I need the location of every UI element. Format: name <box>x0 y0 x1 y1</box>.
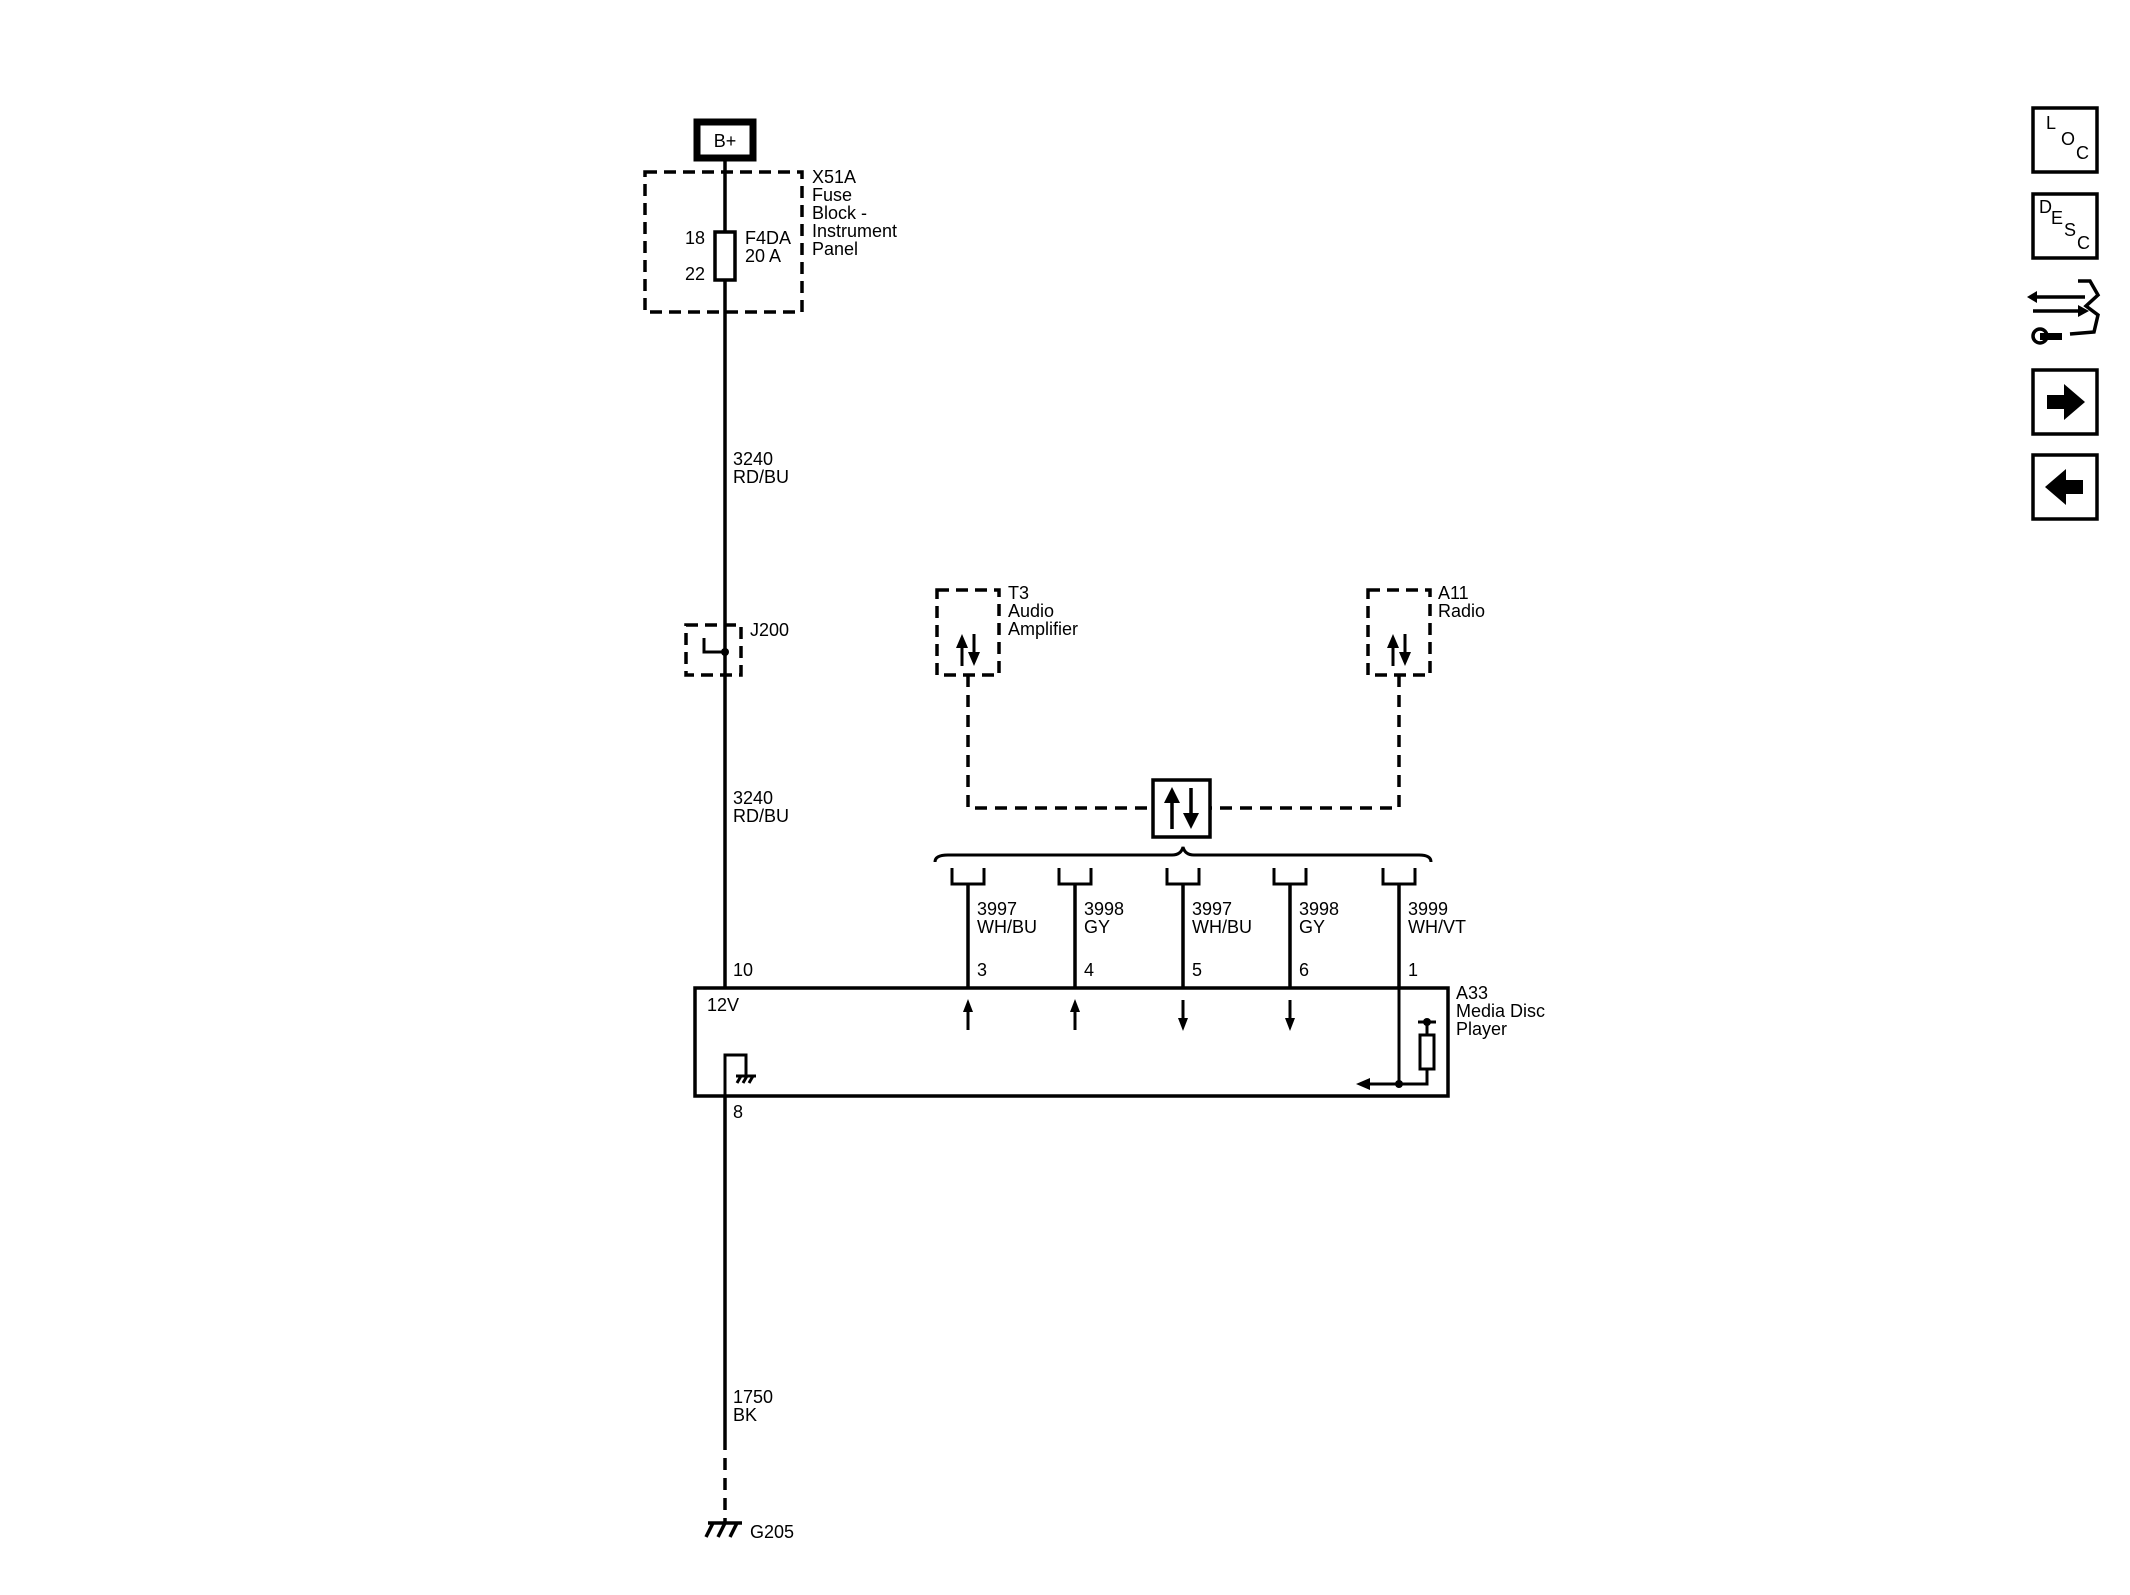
signal-wire-pin-3: 3997 WH/BU 3 <box>950 868 1037 1030</box>
fuse-block-name-line-5: Panel <box>812 239 858 259</box>
wire-3240-upper-color: RD/BU <box>733 467 789 487</box>
ground-icon: G205 <box>704 1521 794 1542</box>
signal-wire-pin-6: 3998 GY 6 <box>1272 868 1339 1031</box>
signal-wire-circuit: 3997 <box>1192 899 1232 919</box>
signal-wire-circuit: 3999 <box>1408 899 1448 919</box>
battery-label: B+ <box>714 131 737 151</box>
signal-wire-circuit: 3997 <box>977 899 1017 919</box>
wire-3240-upper-circuit: 3240 <box>733 449 773 469</box>
signal-wire-color: WH/BU <box>1192 917 1252 937</box>
description-letter-c: C <box>2077 233 2090 253</box>
ground-label: G205 <box>750 1522 794 1542</box>
battery-power-source: B+ <box>693 118 757 162</box>
amplifier-name-line-2: Audio <box>1008 601 1054 621</box>
signal-wire-pin-4: 3998 GY 4 <box>1057 868 1124 1030</box>
radio-name-line-2: Radio <box>1438 601 1485 621</box>
location-letter-l: L <box>2046 113 2056 133</box>
arrow-right-icon <box>2047 384 2085 420</box>
ground-wire-circuit: 1750 <box>733 1387 773 1407</box>
disc-player-supply-label: 12V <box>707 995 739 1015</box>
disc-player-ground-pin: 8 <box>733 1102 743 1122</box>
resistor-icon <box>1356 988 1436 1090</box>
signal-wire-pin: 3 <box>977 960 987 980</box>
internal-ground-icon <box>723 1053 756 1096</box>
fuse-block-name-line-2: Fuse <box>812 185 852 205</box>
amplifier-name-line-1: T3 <box>1008 583 1029 603</box>
radio: A11 Radio <box>1366 583 1485 677</box>
bidirectional-arrow-icon <box>956 634 980 666</box>
fuse-rating-line-1: F4DA <box>745 228 791 248</box>
serial-data-arrow-icon <box>1151 778 1212 839</box>
signal-wire-pin: 1 <box>1408 960 1418 980</box>
fuse-rating-line-2: 20 A <box>745 246 781 266</box>
media-disc-player: A33 Media Disc Player 10 12V <box>693 960 1545 1098</box>
signal-wire-color: GY <box>1084 917 1110 937</box>
location-letter-c: C <box>2076 143 2089 163</box>
splice-label: J200 <box>750 620 789 640</box>
signal-wire-pin-1: 3999 WH/VT 1 <box>1381 868 1466 988</box>
splice-j200: J200 <box>684 620 789 677</box>
signal-wire-color: WH/VT <box>1408 917 1466 937</box>
next-page-button[interactable] <box>2031 368 2099 436</box>
signal-wire-pin-5: 3997 WH/BU 5 <box>1165 868 1252 1031</box>
amplifier-name-line-3: Amplifier <box>1008 619 1078 639</box>
signal-wire-pin: 6 <box>1299 960 1309 980</box>
description-letter-d: D <box>2039 197 2052 217</box>
description-letter-s: S <box>2064 220 2076 240</box>
fuse-block-name-line-3: Block - <box>812 203 867 223</box>
signal-wire-pin: 5 <box>1192 960 1202 980</box>
audio-amplifier: T3 Audio Amplifier <box>935 583 1078 677</box>
signal-wire-color: GY <box>1299 917 1325 937</box>
disc-player-name-line-1: A33 <box>1456 983 1488 1003</box>
wire-3240-lower-color: RD/BU <box>733 806 789 826</box>
ground-wire-color: BK <box>733 1405 757 1425</box>
description-letter-e: E <box>2051 208 2063 228</box>
signal-wire-circuit: 3998 <box>1299 899 1339 919</box>
location-letter-o: O <box>2061 129 2075 149</box>
data-bus-brace <box>933 846 1433 863</box>
disc-player-name-line-3: Player <box>1456 1019 1507 1039</box>
description-button[interactable]: D E S C <box>2031 192 2099 260</box>
disc-player-supply-pin: 10 <box>733 960 753 980</box>
wire-3240-lower-circuit: 3240 <box>733 788 773 808</box>
disc-player-name-line-2: Media Disc <box>1456 1001 1545 1021</box>
fuse-block: X51A Fuse Block - Instrument Panel 18 22… <box>643 167 897 314</box>
bidirectional-arrow-icon <box>1387 634 1411 666</box>
signal-wire-color: WH/BU <box>977 917 1037 937</box>
location-button[interactable]: L O C <box>2031 106 2099 174</box>
fuse-block-name-line-4: Instrument <box>812 221 897 241</box>
fuse-block-name-line-1: X51A <box>812 167 856 187</box>
previous-page-button[interactable] <box>2031 453 2099 521</box>
connector-tool-icon[interactable] <box>2027 279 2101 345</box>
arrow-left-icon <box>2045 469 2083 505</box>
signal-wire-circuit: 3998 <box>1084 899 1124 919</box>
signal-wire-pin: 4 <box>1084 960 1094 980</box>
fuse-pin-out: 22 <box>685 264 705 284</box>
fuse-symbol <box>713 230 737 282</box>
radio-name-line-1: A11 <box>1438 583 1469 603</box>
fuse-pin-in: 18 <box>685 228 705 248</box>
